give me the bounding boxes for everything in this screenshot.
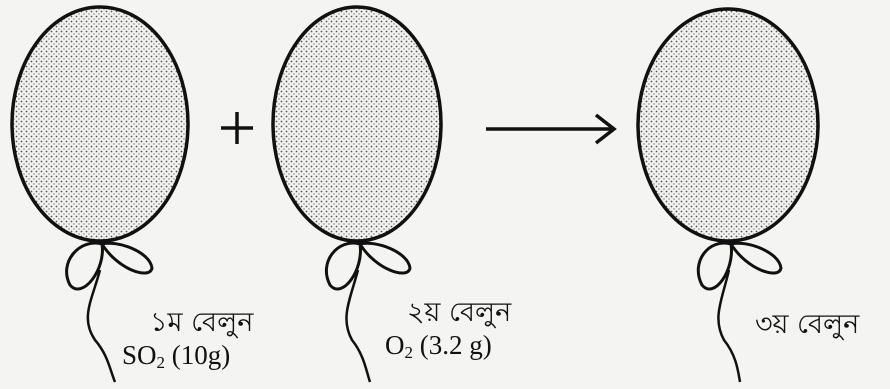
balloon-1-formula: SO bbox=[122, 340, 157, 370]
balloon-2 bbox=[271, 5, 443, 383]
balloon-2-string bbox=[345, 269, 372, 383]
balloon-2-contents: O2 (3.2 g) bbox=[385, 330, 492, 363]
balloon-1-body bbox=[10, 5, 190, 243]
balloon-2-formula-subscript: 2 bbox=[404, 343, 414, 362]
balloon-3-label: ৩য় বেলুন bbox=[755, 309, 860, 340]
plus-sign-icon bbox=[221, 112, 253, 144]
balloon-1-contents: SO2 (10g) bbox=[122, 340, 230, 373]
balloon-2-label: ২য় বেলুন bbox=[407, 297, 512, 328]
balloon-1-formula-subscript: 2 bbox=[156, 353, 166, 372]
balloon-2-knot bbox=[324, 241, 412, 291]
balloon-2-amount: (3.2 g) bbox=[419, 330, 492, 360]
balloon-3-string bbox=[717, 269, 742, 383]
balloon-1 bbox=[10, 5, 190, 383]
balloon-3-body bbox=[636, 7, 820, 243]
balloon-1-label: ১ম বেলুন bbox=[150, 307, 254, 338]
balloon-3 bbox=[636, 7, 820, 383]
balloon-1-string bbox=[86, 269, 117, 383]
balloon-3-knot bbox=[696, 241, 783, 291]
reaction-arrow-icon bbox=[486, 113, 617, 145]
balloon-2-formula: O bbox=[385, 330, 405, 360]
balloon-1-knot bbox=[65, 241, 154, 291]
balloon-2-body bbox=[271, 5, 443, 243]
balloon-1-amount: (10g) bbox=[171, 340, 231, 370]
